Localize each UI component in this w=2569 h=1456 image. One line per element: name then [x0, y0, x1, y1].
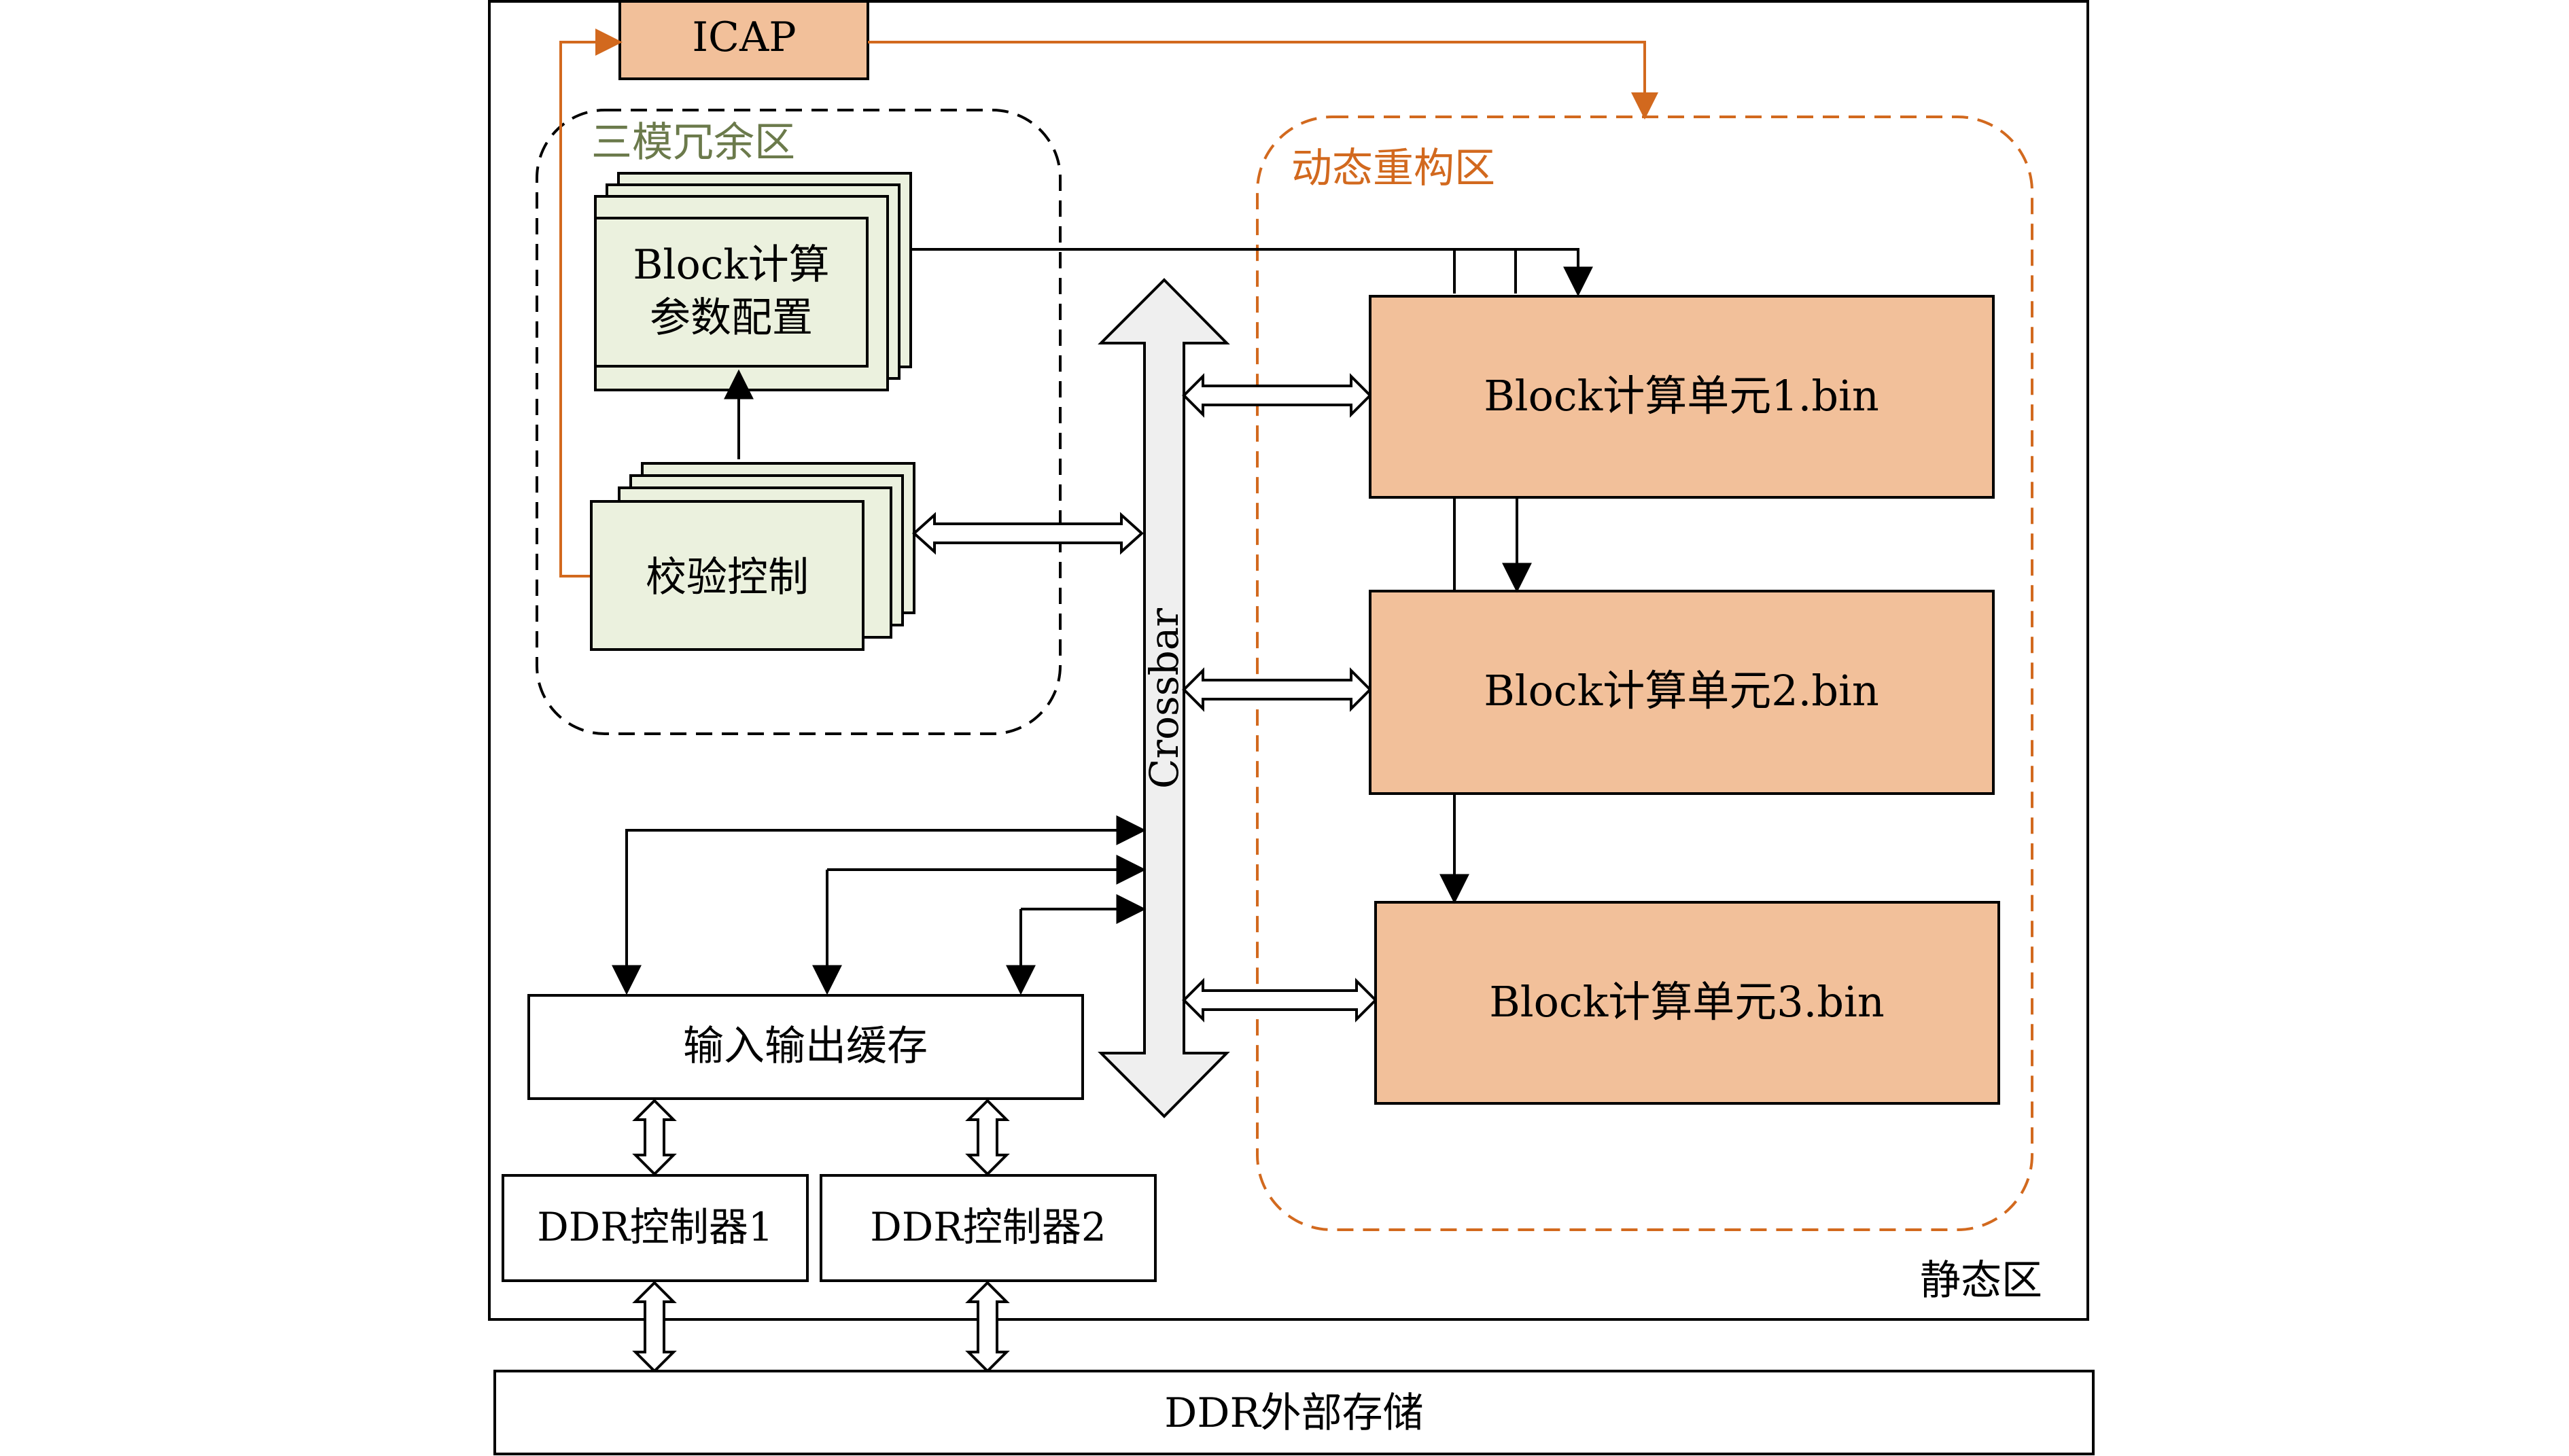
ddr-storage-box	[493, 1370, 2095, 1455]
param-config-box	[594, 217, 869, 368]
io-ddr2-double-arrow	[965, 1099, 1010, 1176]
dynamic-region-label: 动态重构区	[1291, 145, 1495, 192]
crossbar-unit2-double-arrow	[1182, 667, 1372, 712]
check-to-icap-arrow	[559, 29, 623, 578]
ddr-controller-2-box	[820, 1174, 1157, 1282]
param-config-line-2: 参数配置	[650, 294, 813, 342]
check-control-box	[590, 500, 864, 651]
unit-3-box	[1374, 901, 2000, 1105]
io-buffer-box	[527, 994, 1084, 1100]
unit-1-label: Block计算单元1.bin	[1484, 371, 1879, 421]
crossbar-unit3-double-arrow	[1182, 978, 1378, 1023]
param-config-stack: Block计算 参数配置	[594, 172, 912, 391]
ddr-controller-1-box	[502, 1174, 809, 1282]
ddr1-storage-double-arrow	[632, 1281, 677, 1373]
io-ddr1-double-arrow	[632, 1099, 677, 1176]
io-crossbar-connections	[612, 815, 1147, 995]
tmr-region-frame	[536, 109, 1062, 735]
crossbar-label: Crossbar	[1141, 608, 1187, 789]
unit-2-box	[1369, 590, 1995, 795]
param-config-line-1: Block计算	[633, 241, 829, 289]
icap-to-dynamic-arrow	[868, 41, 1658, 120]
static-region-label: 静态区	[1920, 1257, 2042, 1304]
check-control-stack: 校验控制	[590, 462, 915, 651]
crossbar-unit1-double-arrow	[1182, 373, 1372, 418]
unit-3-label: Block计算单元3.bin	[1489, 977, 1885, 1027]
ddr-controller-1-label: DDR控制器1	[537, 1204, 773, 1250]
static-region-frame	[488, 0, 2089, 1321]
io-buffer-label: 输入输出缓存	[683, 1023, 928, 1070]
ddr-controller-2-label: DDR控制器2	[870, 1204, 1106, 1250]
crossbar-bus	[1098, 278, 1230, 1118]
ddr-storage-label: DDR外部存储	[1164, 1389, 1423, 1437]
check-crossbar-double-arrow	[912, 512, 1144, 555]
unit-1-box	[1369, 295, 1995, 499]
param-to-unit1-line	[911, 248, 1593, 297]
check-control-label: 校验控制	[646, 554, 809, 601]
icap-label: ICAP	[692, 14, 796, 61]
tmr-region-label: 三模冗余区	[591, 119, 795, 166]
icap-box	[618, 0, 869, 80]
ddr2-storage-double-arrow	[965, 1281, 1010, 1373]
unit-2-label: Block计算单元2.bin	[1484, 666, 1879, 715]
